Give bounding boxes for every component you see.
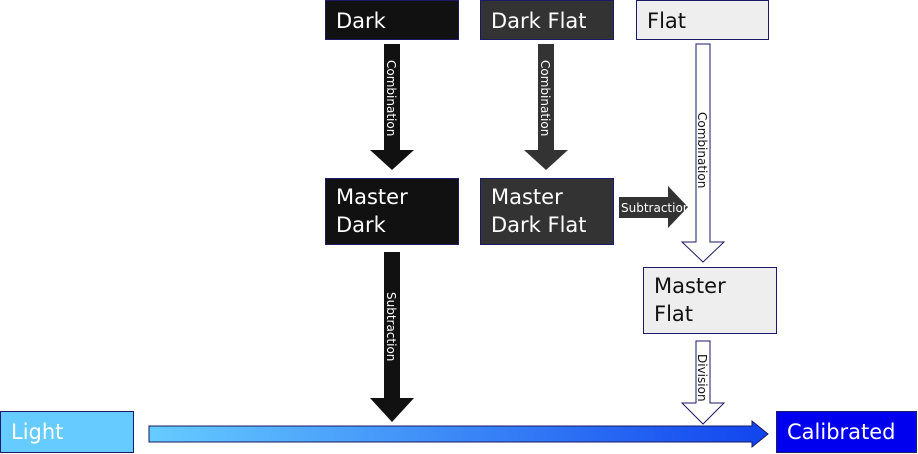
arrow-label-flat-combination: Combination bbox=[695, 112, 709, 188]
arrow-masterdarkflat-subtraction: Subtraction bbox=[619, 186, 690, 228]
node-flat: Flat bbox=[636, 0, 769, 40]
arrow-darkflat-combination: Combination bbox=[524, 44, 568, 170]
node-master-dark: Master Dark bbox=[325, 178, 459, 245]
arrow-label-masterdark-subtraction: Subtraction bbox=[384, 292, 398, 361]
arrow-label-masterdarkflat-subtraction: Subtraction bbox=[621, 201, 690, 215]
node-light: Light bbox=[0, 411, 134, 453]
node-dark-flat: Dark Flat bbox=[480, 0, 614, 40]
node-dark: Dark bbox=[325, 0, 459, 40]
arrow-masterflat-division: Division bbox=[680, 340, 726, 425]
arrow-dark-combination: Combination bbox=[370, 44, 414, 170]
node-master-flat: Master Flat bbox=[643, 267, 777, 334]
node-master-dark-flat: Master Dark Flat bbox=[480, 178, 614, 245]
arrow-light-to-calibrated bbox=[148, 419, 769, 449]
arrow-label-masterflat-division: Division bbox=[695, 354, 709, 402]
arrow-label-dark-combination: Combination bbox=[384, 60, 398, 136]
node-calibrated: Calibrated bbox=[776, 411, 917, 453]
arrow-label-darkflat-combination: Combination bbox=[538, 60, 552, 136]
arrow-flat-combination: Combination bbox=[680, 43, 726, 263]
arrow-masterdark-subtraction: Subtraction bbox=[370, 252, 414, 422]
